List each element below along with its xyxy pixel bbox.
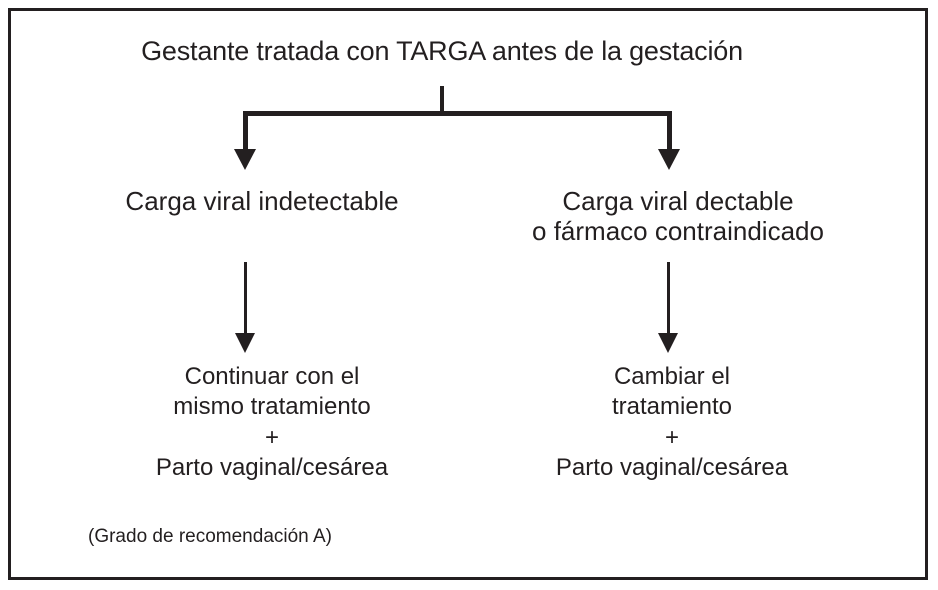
connector-root-stem: [440, 86, 444, 115]
outcome-left-plus: +: [264, 423, 279, 451]
connector-split-bar: [243, 111, 672, 116]
flowchart-title-text: Gestante tratada con TARGA antes de la g…: [141, 36, 743, 66]
outcome-block-right: Cambiar el tratamiento + Parto vaginal/c…: [452, 362, 892, 484]
connector-drop-left: [243, 111, 248, 153]
branch-label-left: Carga viral indetectable: [42, 186, 482, 216]
outcome-right-plus: +: [664, 423, 679, 451]
outcome-left-line2: mismo tratamiento: [173, 393, 371, 421]
arrowhead-root-to-left: [234, 149, 256, 170]
connector-left-stem: [244, 262, 247, 335]
connector-right-stem: [667, 262, 670, 335]
branch-label-right-line2: o fármaco contraindicado: [532, 216, 824, 247]
arrowhead-right-to-outcome: [658, 333, 678, 353]
outcome-block-left: Continuar con el mismo tratamiento + Par…: [52, 362, 492, 484]
connector-drop-right: [667, 111, 672, 153]
arrowhead-root-to-right: [658, 149, 680, 170]
recommendation-grade-note: (Grado de recomendación A): [88, 526, 332, 547]
outcome-left-line4: Parto vaginal/cesárea: [155, 454, 389, 482]
branch-label-left-line1: Carga viral indetectable: [125, 186, 399, 216]
arrowhead-left-to-outcome: [235, 333, 255, 353]
figure-border: [8, 8, 928, 580]
outcome-right-line4: Parto vaginal/cesárea: [555, 454, 789, 482]
outcome-right-line1: Cambiar el: [613, 363, 731, 390]
flowchart-title: Gestante tratada con TARGA antes de la g…: [0, 36, 938, 67]
outcome-right-line2: tratamiento: [611, 393, 733, 421]
outcome-left-line1: Continuar con el: [184, 363, 360, 390]
branch-label-right-line1: Carga viral dectable: [562, 186, 794, 216]
branch-label-right: Carga viral dectable o fármaco contraind…: [458, 186, 898, 246]
